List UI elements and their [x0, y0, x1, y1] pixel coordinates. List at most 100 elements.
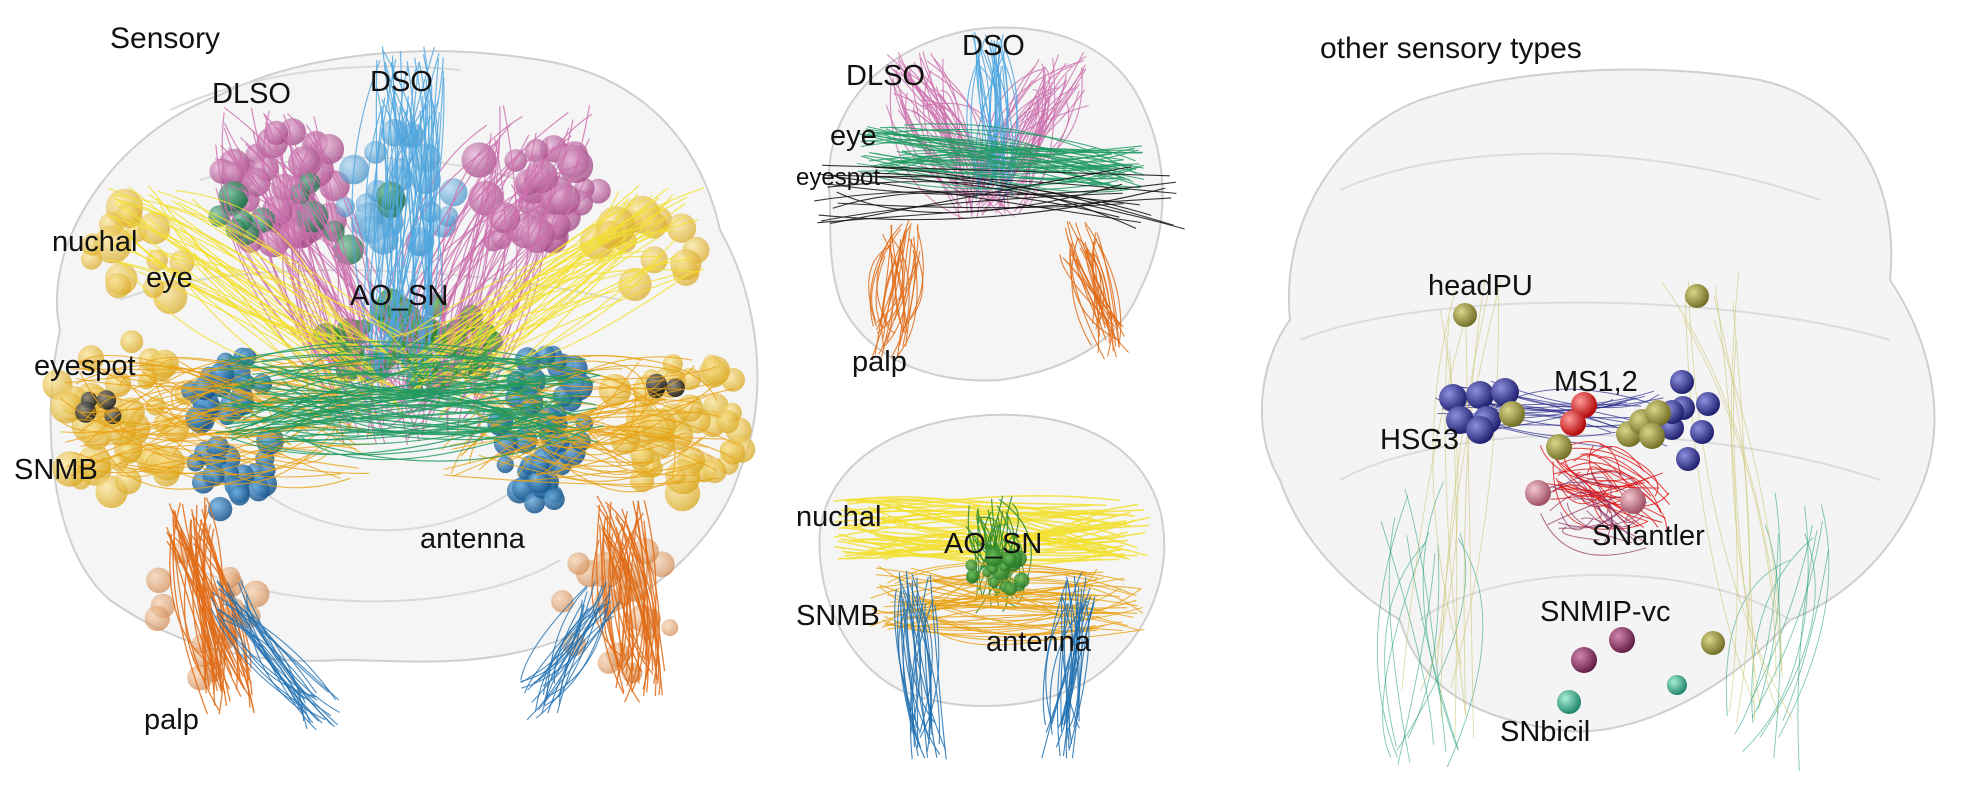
- dlso-cell: [461, 142, 497, 178]
- snmb-neurite: [119, 423, 318, 436]
- ao-sn-neurite: [231, 380, 597, 420]
- dlso-neurite: [448, 163, 538, 346]
- snmb-neurite: [74, 394, 364, 474]
- left-label-antenna: antenna: [420, 523, 525, 555]
- palp-cell: [567, 552, 590, 575]
- snantler-neurite: [1566, 502, 1632, 544]
- palp-neurite: [608, 501, 635, 679]
- eyespot-neurite: [818, 187, 1166, 221]
- snmb-neurite: [117, 430, 302, 469]
- eye-neurite: [869, 151, 1113, 164]
- hsg3-cell: [1466, 416, 1494, 444]
- snmip-neurite: [1751, 537, 1814, 723]
- snmb-neurite: [120, 394, 279, 478]
- dlso-neurite: [407, 145, 555, 440]
- antenna-neurite: [1056, 602, 1069, 757]
- snmb-neurite: [60, 385, 333, 434]
- snmip-neurite: [1376, 495, 1409, 758]
- right-brain-outline: [1260, 68, 1936, 733]
- palp-neurite: [634, 531, 660, 684]
- antenna-neurite: [1042, 580, 1068, 726]
- snmip-neurite: [1380, 521, 1434, 745]
- palp-neurite: [195, 511, 221, 669]
- snmip-neurite: [1797, 530, 1818, 771]
- headpu-neurite: [1432, 290, 1463, 666]
- ao-sn-cluster: [988, 576, 1000, 588]
- eye-neurite: [904, 123, 1137, 175]
- nuchal-neurite: [846, 505, 1103, 516]
- left-neurites: [59, 46, 739, 731]
- headpu-cell: [1645, 400, 1671, 426]
- snmb-neurite: [164, 414, 347, 485]
- snmb-neurite: [901, 603, 1140, 632]
- snantler-neurite: [1549, 491, 1617, 514]
- dso-neurite: [384, 85, 416, 364]
- headpu-neurite: [1684, 294, 1754, 704]
- nuchal-neurite: [444, 228, 626, 381]
- ao-sn-neurite: [968, 534, 1020, 583]
- dso-neurite: [1002, 57, 1019, 200]
- snmb-neurite: [526, 360, 647, 416]
- snmip-vc-cell: [1609, 627, 1635, 653]
- nuchal-cell: [105, 272, 131, 299]
- hsg3-cell: [1466, 381, 1494, 409]
- snmb-cell: [50, 391, 83, 424]
- nuchal-neurite: [420, 268, 700, 353]
- dlso-neurite: [1026, 58, 1056, 209]
- nuchal-neurite: [443, 252, 664, 384]
- dso-cell: [437, 206, 459, 227]
- palp-neurite: [896, 249, 918, 357]
- snmip-neurite: [1382, 531, 1430, 758]
- nuchal-neurite: [470, 190, 620, 379]
- left-label-dso: DSO: [370, 66, 433, 98]
- ao-sn-neurite: [976, 532, 1015, 575]
- antenna-neurite: [558, 615, 615, 705]
- ao-sn-neurite: [241, 379, 578, 442]
- antenna-cell: [229, 485, 250, 506]
- middle-top-neurites: [814, 31, 1185, 360]
- hsg3-cell: [1670, 370, 1694, 394]
- eye-neurite: [857, 163, 1140, 172]
- nuchal-neurite: [841, 539, 1119, 557]
- ao-sn-neurite: [215, 374, 600, 434]
- palp-neurite: [905, 250, 921, 347]
- nuchal-neurite: [430, 268, 705, 389]
- antenna-neurite: [915, 595, 933, 735]
- palp-neurite: [1098, 243, 1122, 347]
- snbicil-cell: [1557, 690, 1581, 714]
- antenna-neurite: [547, 607, 603, 714]
- dlso-neurite: [465, 113, 593, 343]
- nuchal-neurite: [888, 500, 1124, 557]
- snbicil-cell: [1667, 675, 1687, 695]
- antenna-neurite: [897, 586, 915, 735]
- antenna-neurite: [520, 585, 588, 681]
- antenna-neurite: [919, 608, 933, 734]
- dso-neurite: [384, 61, 415, 344]
- palp-neurite: [906, 238, 924, 324]
- antenna-neurite: [238, 582, 338, 726]
- mt-label-dlso: DLSO: [846, 60, 925, 92]
- snmb-neurite: [495, 436, 703, 482]
- nuchal-neurite: [114, 215, 400, 344]
- dso-neurite: [381, 49, 431, 343]
- antenna-neurite: [898, 572, 915, 748]
- antenna-neurite: [558, 591, 588, 698]
- dlso-neurite: [239, 137, 413, 351]
- dso-neurite: [975, 53, 1014, 197]
- antenna-neurite: [538, 593, 603, 681]
- antenna-neurite: [909, 597, 922, 735]
- dlso-neurite: [1019, 67, 1083, 169]
- dso-neurite: [365, 77, 445, 386]
- palp-neurite: [886, 243, 894, 343]
- ao-sn-neurite: [230, 382, 560, 434]
- headpu-neurite: [1440, 292, 1489, 718]
- antenna-neurite: [1066, 576, 1080, 728]
- snantler-neurite: [1550, 485, 1637, 544]
- palp-neurite: [606, 515, 645, 659]
- snantler-neurite: [1549, 470, 1643, 494]
- nuchal-neurite: [111, 194, 352, 340]
- snmb-neurite: [171, 380, 290, 415]
- snmip-vc-cell: [1571, 647, 1597, 673]
- nuchal-neurite: [457, 187, 705, 384]
- snmb-neurite: [541, 443, 655, 464]
